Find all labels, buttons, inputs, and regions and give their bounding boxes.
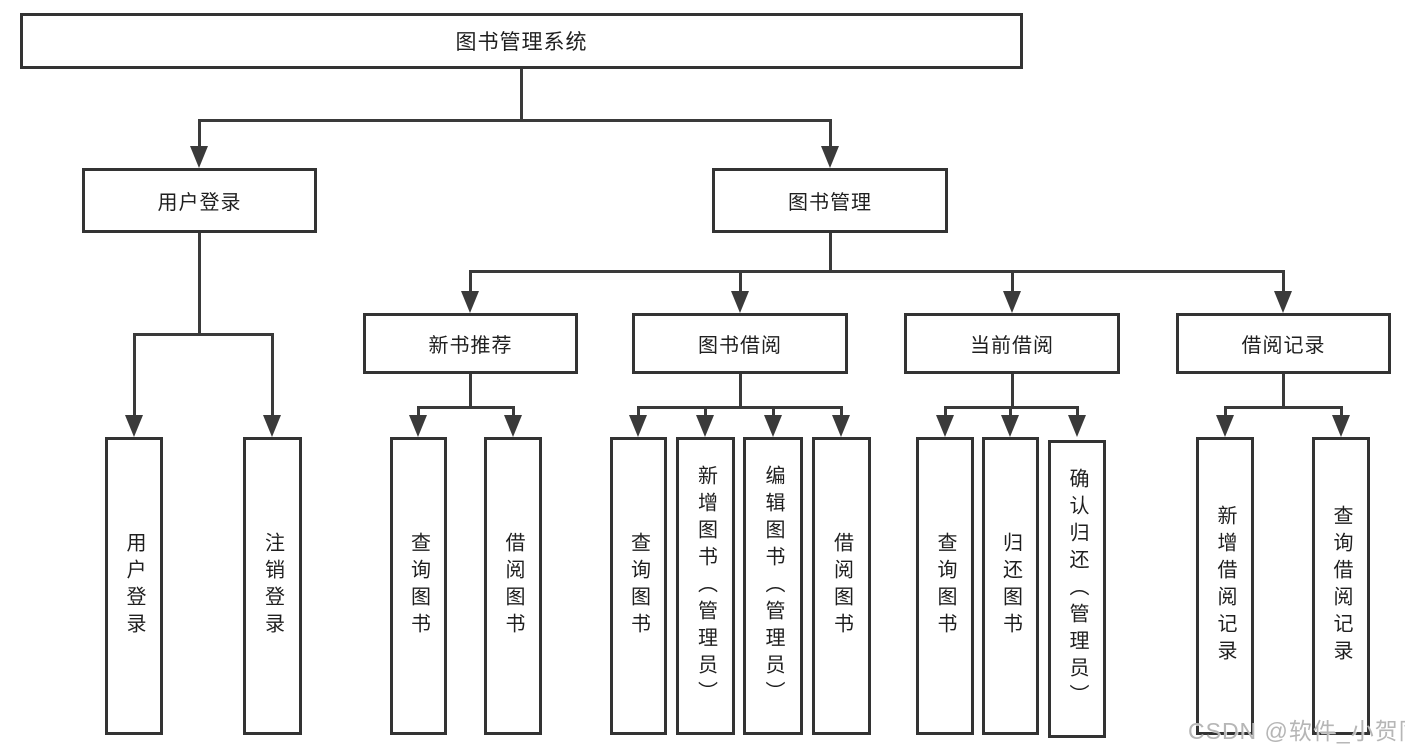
connector-line: [1282, 270, 1285, 294]
connector-line: [1011, 270, 1014, 294]
connector-line: [133, 333, 136, 417]
connector-line: [198, 119, 201, 149]
arrow-down-icon: [832, 415, 850, 437]
leaf-label: 借阅图书: [830, 532, 853, 640]
connector-bus: [133, 333, 274, 336]
node-book-management: 图书管理: [712, 168, 948, 233]
connector-line: [198, 233, 201, 336]
arrow-down-icon: [1216, 415, 1234, 437]
leaf-label: 借阅图书: [502, 532, 524, 640]
arrow-down-icon: [629, 415, 647, 437]
node-book-borrow: 图书借阅: [632, 313, 848, 374]
connector-bus: [1224, 406, 1343, 409]
leaf-confirm-return-admin: 确认归还（管理员）: [1048, 440, 1106, 738]
leaf-logout: 注销登录: [243, 437, 302, 735]
arrow-down-icon: [190, 146, 208, 168]
leaf-label: 新增图书（管理员）: [694, 464, 717, 708]
connector-line: [469, 270, 472, 294]
leaf-query-book-borrow: 查询图书: [610, 437, 667, 735]
leaf-label: 查询借阅记录: [1330, 505, 1352, 667]
arrow-down-icon: [936, 415, 954, 437]
connector-line: [520, 69, 523, 121]
arrow-down-icon: [1068, 415, 1086, 437]
leaf-label: 查询图书: [627, 532, 650, 640]
connector-line: [1340, 406, 1343, 420]
leaf-query-book-current: 查询图书: [916, 437, 974, 735]
connector-line: [417, 406, 420, 420]
leaf-borrow-book: 借阅图书: [812, 437, 871, 735]
connector-line: [772, 406, 775, 420]
arrow-down-icon: [821, 146, 839, 168]
node-borrow-records: 借阅记录: [1176, 313, 1391, 374]
leaf-label: 确认归还（管理员）: [1066, 467, 1088, 711]
leaf-query-book-recommend: 查询图书: [390, 437, 447, 735]
node-new-book-recommend: 新书推荐: [363, 313, 578, 374]
arrow-down-icon: [731, 291, 749, 313]
node-label: 借阅记录: [1241, 335, 1326, 357]
connector-line: [829, 233, 832, 272]
arrow-down-icon: [764, 415, 782, 437]
leaf-borrow-book-recommend: 借阅图书: [484, 437, 542, 735]
connector-line: [1076, 406, 1079, 420]
connector-line: [1282, 374, 1285, 409]
node-label: 图书管理: [788, 192, 872, 214]
node-label: 用户登录: [157, 192, 242, 214]
arrow-down-icon: [696, 415, 714, 437]
leaf-label: 查询图书: [407, 532, 430, 640]
leaf-label: 新增借阅记录: [1214, 505, 1236, 667]
node-label: 图书管理系统: [455, 31, 588, 54]
node-current-borrow: 当前借阅: [904, 313, 1120, 374]
connector-line: [840, 406, 843, 420]
connector-line: [469, 374, 472, 409]
connector-line: [739, 374, 742, 409]
arrow-down-icon: [1003, 291, 1021, 313]
connector-line: [1009, 406, 1012, 420]
leaf-label: 查询图书: [934, 532, 956, 640]
connector-bus: [469, 270, 1285, 273]
leaf-label: 归还图书: [999, 532, 1022, 640]
leaf-label: 注销登录: [261, 532, 284, 640]
leaf-add-borrow-record: 新增借阅记录: [1196, 437, 1254, 735]
connector-line: [944, 406, 947, 420]
arrow-down-icon: [125, 415, 143, 437]
connector-bus: [637, 406, 843, 409]
watermark: CSDN @软件_小贺同学: [1188, 718, 1405, 744]
leaf-edit-book-admin: 编辑图书（管理员）: [743, 437, 803, 735]
connector-line: [829, 119, 832, 149]
arrow-down-icon: [1001, 415, 1019, 437]
leaf-user-login: 用户登录: [105, 437, 163, 735]
leaf-add-book-admin: 新增图书（管理员）: [676, 437, 735, 735]
arrow-down-icon: [263, 415, 281, 437]
arrow-down-icon: [461, 291, 479, 313]
node-library-system: 图书管理系统: [20, 13, 1023, 69]
node-label: 图书借阅: [698, 335, 782, 357]
connector-line: [739, 270, 742, 294]
node-label: 当前借阅: [970, 335, 1054, 357]
arrow-down-icon: [1332, 415, 1350, 437]
leaf-query-borrow-record: 查询借阅记录: [1312, 437, 1370, 735]
connector-line: [1011, 374, 1014, 409]
connector-line: [704, 406, 707, 420]
connector-bus: [417, 406, 515, 409]
arrow-down-icon: [504, 415, 522, 437]
arrow-down-icon: [409, 415, 427, 437]
leaf-label: 用户登录: [123, 532, 145, 640]
leaf-return-book: 归还图书: [982, 437, 1039, 735]
connector-line: [1224, 406, 1227, 420]
connector-line: [637, 406, 640, 420]
node-user-login: 用户登录: [82, 168, 317, 233]
arrow-down-icon: [1274, 291, 1292, 313]
connector-line: [512, 406, 515, 420]
leaf-label: 编辑图书（管理员）: [762, 464, 784, 708]
connector-line: [271, 333, 274, 417]
node-label: 新书推荐: [428, 335, 513, 357]
connector-bus: [198, 119, 832, 122]
